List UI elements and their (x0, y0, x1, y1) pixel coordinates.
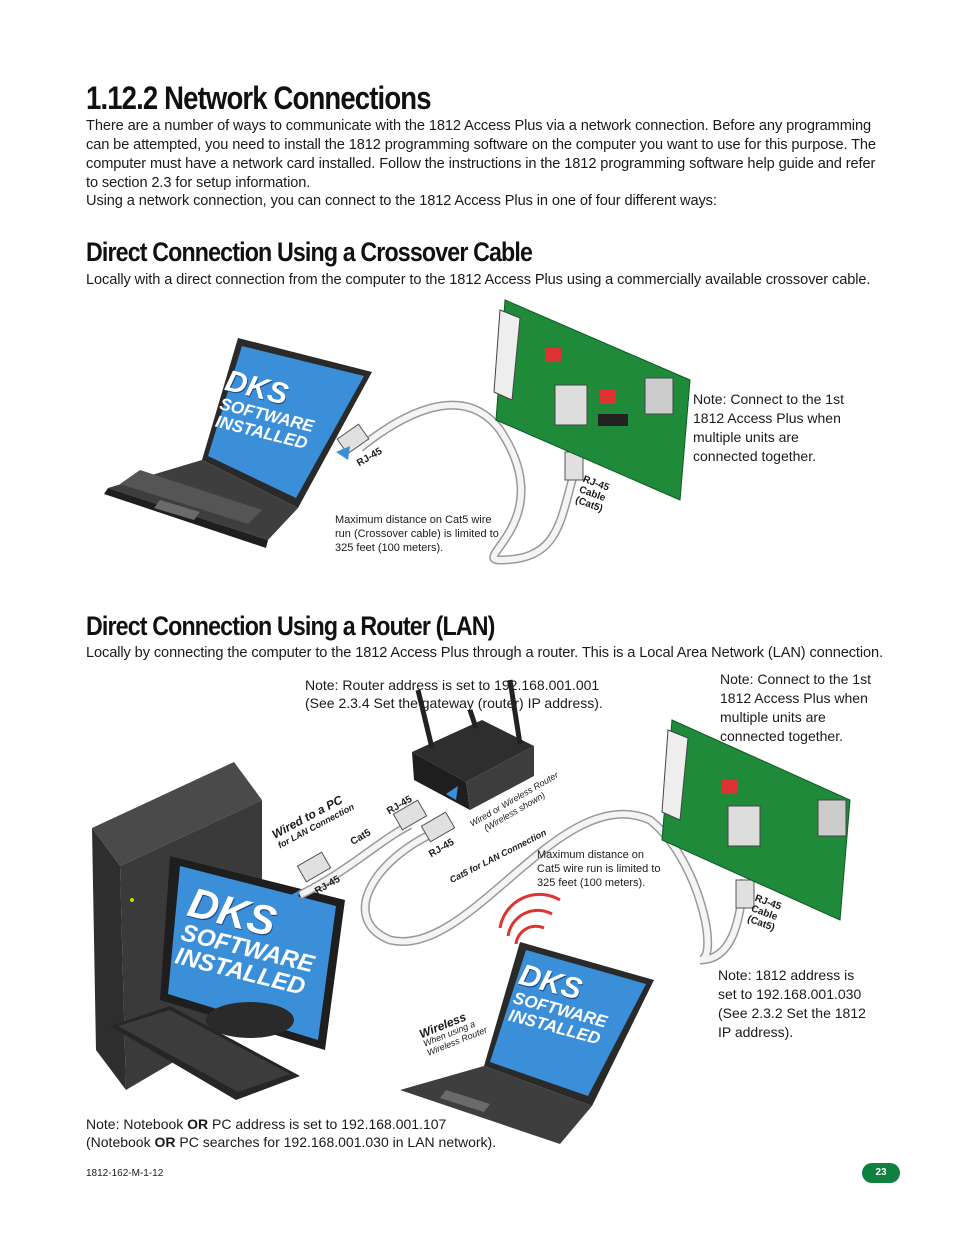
pc-note-1-c: PC address is set to 192.168.001.107 (208, 1116, 447, 1132)
intro-paragraph-2: Using a network connection, you can conn… (86, 193, 717, 209)
pc-note-2: (Notebook OR PC searches for 192.168.001… (86, 1133, 496, 1152)
pc-note-1: Note: Notebook OR PC address is set to 1… (86, 1115, 446, 1134)
intro-paragraph: There are a number of ways to communicat… (86, 118, 876, 191)
laptop-illustration (104, 338, 372, 548)
section-body-router: Locally by connecting the computer to th… (86, 645, 884, 661)
board-illustration (493, 299, 691, 501)
section-heading-router: Direct Connection Using a Router (LAN) (86, 611, 495, 641)
distance-note: Maximum distance on Cat5 wire run (Cross… (335, 514, 499, 554)
pc-note-2-a: (Notebook (86, 1134, 155, 1150)
page-title: 1.12.2 Network Connections (86, 80, 432, 116)
pc-note-1-a: Note: Notebook (86, 1116, 188, 1132)
router-note-1: Note: Router address is set to 192.168.0… (305, 677, 600, 693)
section-heading-crossover: Direct Connection Using a Crossover Cabl… (86, 237, 533, 267)
footer-code: 1812-162-M-1-12 (86, 1168, 164, 1179)
monitor-illustration (160, 856, 345, 1050)
pc-note-2-b: OR (154, 1134, 176, 1150)
connect-note-2: Note: Connect to the 1st 1812 Access Plu… (720, 671, 871, 744)
distance-note-2: Maximum distance on Cat5 wire run is lim… (537, 849, 661, 889)
pc-note-1-b: OR (187, 1116, 209, 1132)
pc-note-2-c: PC searches for 192.168.001.030 in LAN n… (175, 1134, 497, 1150)
address-note: Note: 1812 address is set to 192.168.001… (718, 967, 866, 1040)
section-body-crossover: Locally with a direct connection from th… (86, 272, 871, 288)
connect-note: Note: Connect to the 1st 1812 Access Plu… (693, 391, 844, 464)
router-box (412, 679, 534, 810)
router-note-2: (See 2.3.4 Set the gateway (router) IP a… (305, 695, 603, 711)
page-number-badge: 23 (862, 1163, 900, 1183)
